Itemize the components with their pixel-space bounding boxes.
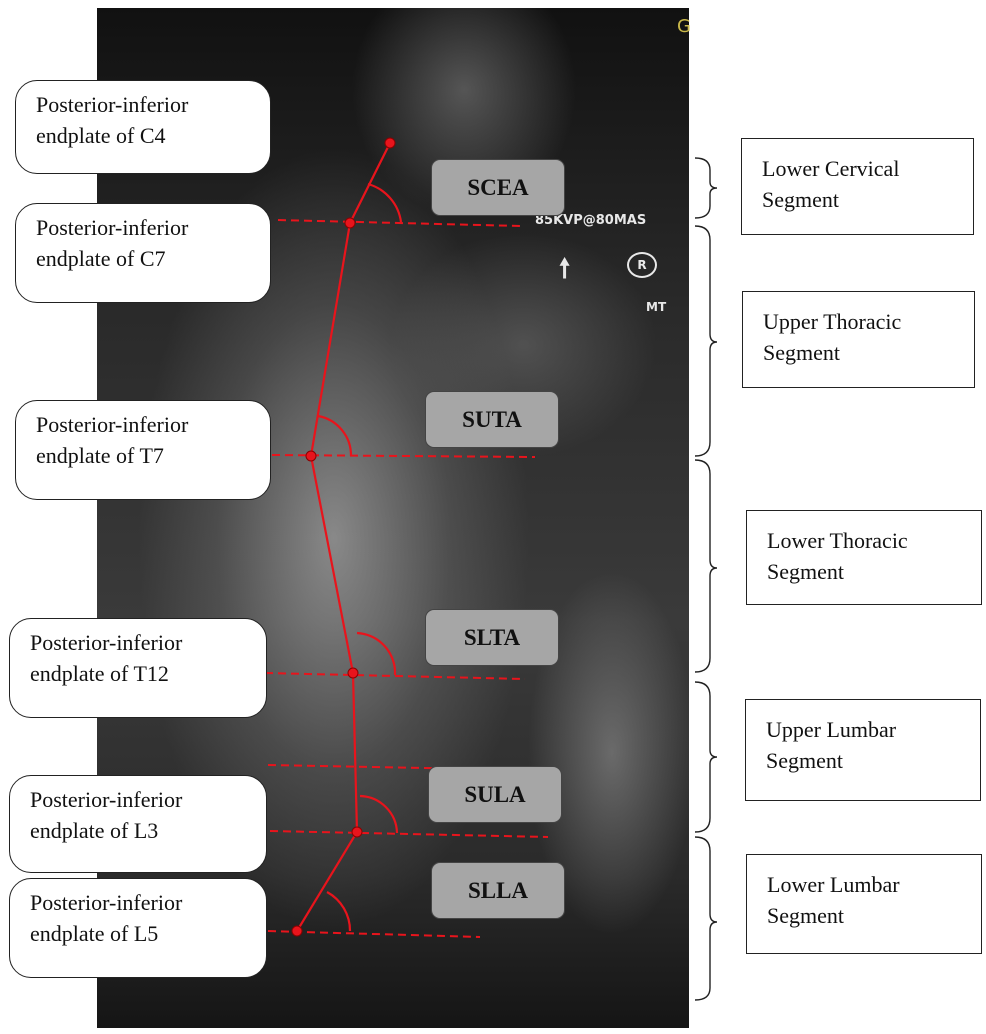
- segment-label-line1: Lower Lumbar: [767, 869, 981, 900]
- angle-arc-scea: [368, 184, 401, 222]
- landmark-label-c4: Posterior-inferior endplate of C4: [15, 80, 271, 174]
- angle-label-slla: SLLA: [431, 862, 565, 919]
- segment-label-line2: Segment: [766, 745, 980, 776]
- angle-arc-suta: [318, 416, 351, 456]
- segment-label-lower-thoracic: Lower Thoracic Segment: [746, 510, 982, 605]
- angle-arc-slta: [357, 633, 395, 675]
- landmark-label-line2: endplate of C7: [36, 243, 270, 274]
- angle-label-sula: SULA: [428, 766, 562, 823]
- landmark-label-line1: Posterior-inferior: [30, 887, 266, 918]
- segment-label-line2: Segment: [762, 184, 973, 215]
- landmark-label-line2: endplate of L5: [30, 918, 266, 949]
- reference-line-l3: [270, 831, 548, 837]
- landmark-label-l5: Posterior-inferior endplate of L5: [9, 878, 267, 978]
- segment-label-line2: Segment: [767, 556, 981, 587]
- segment-label-line1: Lower Thoracic: [767, 525, 981, 556]
- landmark-point-t7: [306, 451, 316, 461]
- landmark-label-line2: endplate of L3: [30, 815, 266, 846]
- landmark-label-line1: Posterior-inferior: [30, 784, 266, 815]
- reference-line-c7: [278, 220, 520, 226]
- segment-label-line2: Segment: [767, 900, 981, 931]
- segment-label-lower-lumbar: Lower Lumbar Segment: [746, 854, 982, 954]
- landmark-label-t7: Posterior-inferior endplate of T7: [15, 400, 271, 500]
- landmark-point-t12: [348, 668, 358, 678]
- landmark-label-line1: Posterior-inferior: [36, 212, 270, 243]
- landmark-label-line2: endplate of T12: [30, 658, 266, 689]
- brace-lower-thoracic: [695, 460, 717, 672]
- landmark-label-t12: Posterior-inferior endplate of T12: [9, 618, 267, 718]
- landmark-label-line2: endplate of T7: [36, 440, 270, 471]
- angle-arc-slla: [327, 892, 350, 931]
- landmark-label-line1: Posterior-inferior: [36, 409, 270, 440]
- angle-label-suta: SUTA: [425, 391, 559, 448]
- landmark-label-line2: endplate of C4: [36, 120, 270, 151]
- landmark-point-c7: [345, 218, 355, 228]
- brace-lower-lumbar: [695, 837, 717, 1000]
- segment-label-lower-cervical: Lower Cervical Segment: [741, 138, 974, 235]
- segment-label-upper-thoracic: Upper Thoracic Segment: [742, 291, 975, 388]
- landmark-label-line1: Posterior-inferior: [36, 89, 270, 120]
- landmark-label-line1: Posterior-inferior: [30, 627, 266, 658]
- segment-label-line1: Upper Thoracic: [763, 306, 974, 337]
- landmark-label-l3: Posterior-inferior endplate of L3: [9, 775, 267, 873]
- segment-label-line1: Lower Cervical: [762, 153, 973, 184]
- landmark-point-c4: [385, 138, 395, 148]
- angle-arc-sula: [360, 796, 397, 833]
- brace-lower-cervical: [695, 158, 717, 218]
- segment-label-line2: Segment: [763, 337, 974, 368]
- landmark-point-l5: [292, 926, 302, 936]
- angle-label-slta: SLTA: [425, 609, 559, 666]
- spine-segment-line: [297, 143, 390, 931]
- segment-label-line1: Upper Lumbar: [766, 714, 980, 745]
- landmark-label-c7: Posterior-inferior endplate of C7: [15, 203, 271, 303]
- angle-label-scea: SCEA: [431, 159, 565, 216]
- brace-upper-thoracic: [695, 226, 717, 456]
- landmark-point-l3: [352, 827, 362, 837]
- segment-label-upper-lumbar: Upper Lumbar Segment: [745, 699, 981, 801]
- brace-upper-lumbar: [695, 682, 717, 832]
